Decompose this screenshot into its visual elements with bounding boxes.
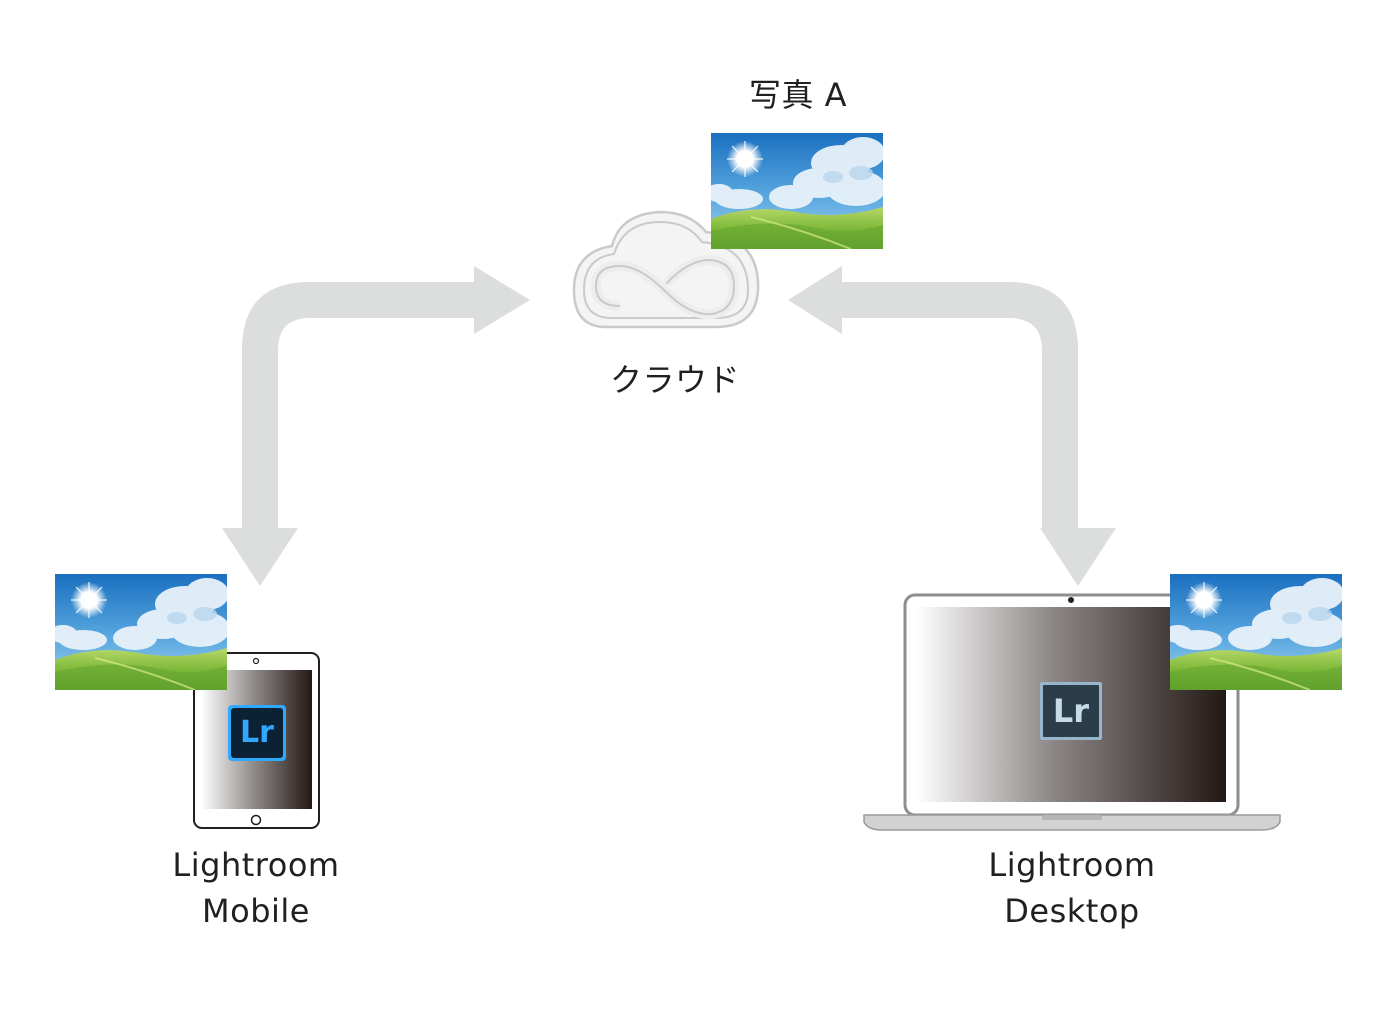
lightroom-desktop-app-icon	[1040, 682, 1102, 740]
mobile-label-line1: Lightroom	[172, 846, 340, 884]
desktop-label-line2: Desktop	[1004, 892, 1140, 930]
cloud-label: クラウド	[609, 361, 740, 399]
photo-a-desktop	[1170, 574, 1342, 690]
lr-mobile-text: Lr	[240, 715, 274, 750]
lr-desktop-text: Lr	[1052, 692, 1090, 730]
mobile-label-line2: Mobile	[202, 892, 310, 930]
lightroom-mobile-app-icon	[228, 705, 286, 761]
photo-a-label: 写真 A	[748, 76, 848, 114]
sync-arrow-right	[788, 266, 1116, 586]
desktop-label-line1: Lightroom	[988, 846, 1156, 884]
sync-arrow-left	[222, 266, 530, 586]
photo-a-cloud	[711, 133, 883, 249]
photo-a-mobile	[55, 574, 227, 690]
